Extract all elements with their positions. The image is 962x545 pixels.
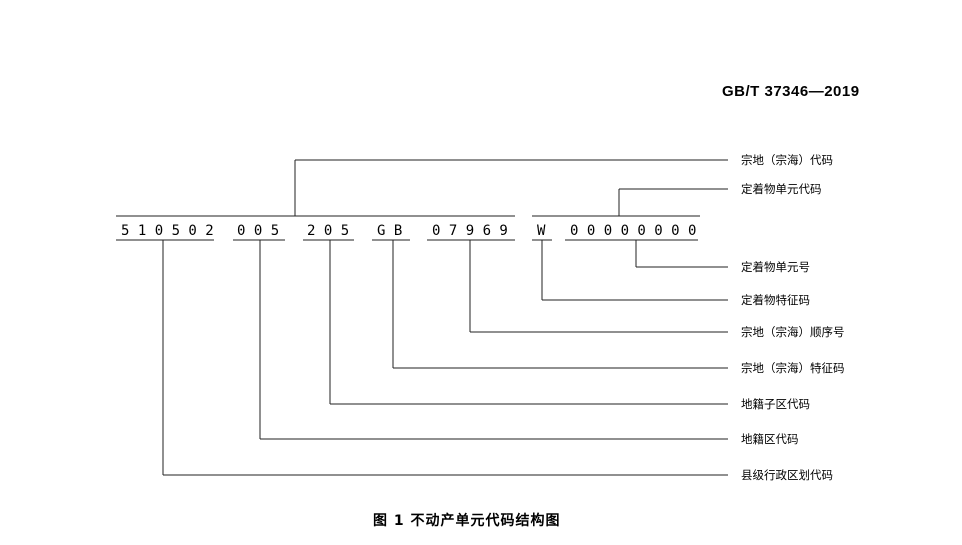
label-parcel-feature-code: 宗地（宗海）特征码 bbox=[741, 361, 845, 375]
segment-parcel-feature-code: G B bbox=[377, 223, 402, 239]
label-fixture-unit-code: 定着物单元代码 bbox=[741, 182, 822, 196]
segment-district-code: 0 0 5 bbox=[237, 223, 279, 239]
label-parcel-sequence: 宗地（宗海）顺序号 bbox=[741, 325, 845, 339]
label-district-code: 地籍区代码 bbox=[741, 432, 799, 446]
label-fixture-feature-code: 定着物特征码 bbox=[741, 293, 810, 307]
segment-fixture-feature-code: W bbox=[537, 223, 546, 239]
figure-caption: 图 1 不动产单元代码结构图 bbox=[373, 512, 561, 529]
standard-number: GB/T 37346—2019 bbox=[722, 83, 860, 100]
label-parcel-code: 宗地（宗海）代码 bbox=[741, 153, 833, 167]
segment-subdistrict-code: 2 0 5 bbox=[307, 223, 349, 239]
label-county-code: 县级行政区划代码 bbox=[741, 468, 833, 482]
segment-county-code: 5 1 0 5 0 2 bbox=[121, 223, 214, 239]
segment-fixture-unit-no: 0 0 0 0 0 0 0 0 bbox=[570, 223, 696, 239]
label-subdistrict-code: 地籍子区代码 bbox=[741, 397, 810, 411]
label-fixture-unit-no: 定着物单元号 bbox=[741, 260, 810, 274]
segment-parcel-sequence: 0 7 9 6 9 bbox=[432, 223, 508, 239]
